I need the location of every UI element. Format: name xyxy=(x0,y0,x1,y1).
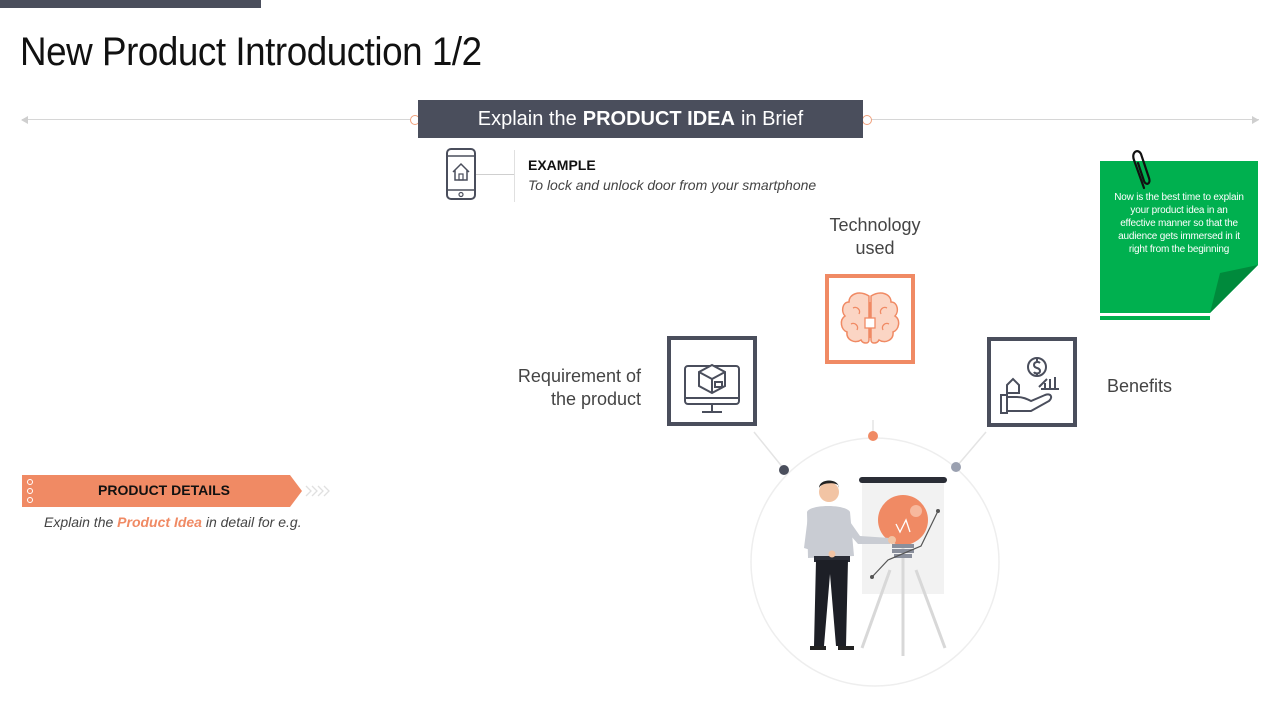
benefits-label: Benefits xyxy=(1107,376,1173,396)
requirement-box xyxy=(667,336,757,426)
header-banner: Explain the PRODUCT IDEA in Brief xyxy=(418,100,863,138)
header-emphasis: PRODUCT IDEA xyxy=(582,107,735,130)
idea-illustration xyxy=(750,420,1000,687)
example-text: To lock and unlock door from your smartp… xyxy=(528,177,817,193)
pd-desc-suffix: in detail for e.g. xyxy=(205,514,302,530)
technology-label: Technology used xyxy=(815,214,935,260)
benefits-box xyxy=(987,337,1077,427)
timeline-right-arrow xyxy=(1252,116,1259,124)
brain-circuit-icon xyxy=(840,292,900,344)
header-suffix: in Brief xyxy=(740,107,804,130)
example-divider xyxy=(514,150,515,202)
example-connector xyxy=(476,174,514,175)
paperclip-icon xyxy=(1132,150,1151,190)
product-details-description: Explain the Product Idea in detail for e… xyxy=(44,514,302,530)
computer-box-icon xyxy=(684,363,740,413)
sticky-note-text: Now is the best time to explain your pro… xyxy=(1114,192,1244,255)
pd-desc-highlight: Product Idea xyxy=(117,514,202,530)
smartphone-home-icon xyxy=(446,148,476,200)
page-title: New Product Introduction 1/2 xyxy=(20,30,482,74)
sticky-note xyxy=(1100,161,1258,313)
top-accent-bar xyxy=(0,0,261,8)
requirement-label-line2: the product xyxy=(550,389,641,409)
header-prefix: Explain the xyxy=(477,107,577,130)
sticky-underline xyxy=(1100,316,1210,320)
product-details-label: PRODUCT DETAILS xyxy=(98,482,230,498)
technology-label-line1: Technology xyxy=(829,215,921,235)
requirement-label-line1: Requirement of xyxy=(517,366,641,386)
timeline-left-arrow xyxy=(21,116,28,124)
technology-label-line2: used xyxy=(855,238,895,258)
pd-desc-prefix: Explain the xyxy=(44,514,114,530)
requirement-label: Requirement of the product xyxy=(500,365,641,411)
example-label: EXAMPLE xyxy=(528,157,596,173)
timeline-right-dot xyxy=(862,115,872,125)
product-details-tag xyxy=(22,475,330,507)
technology-box xyxy=(825,274,915,364)
hand-money-icon xyxy=(1000,357,1059,414)
